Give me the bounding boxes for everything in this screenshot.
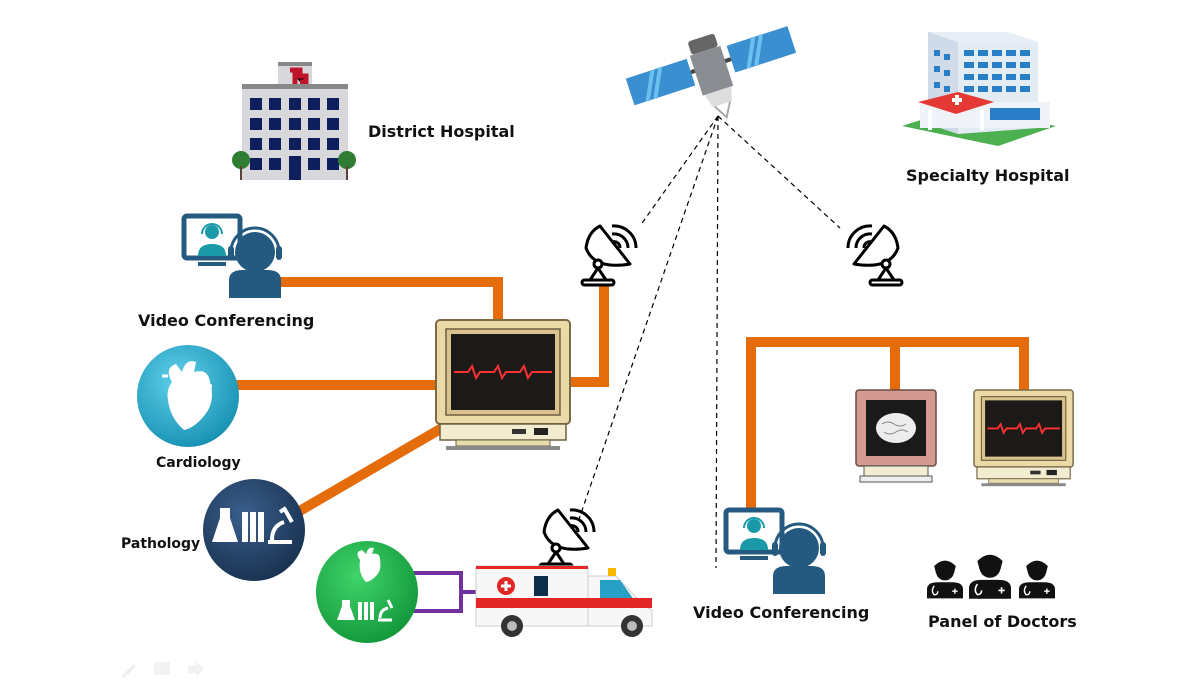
district-hospital-label: District Hospital: [368, 122, 515, 141]
specialty-hospital-label: Specialty Hospital: [906, 166, 1070, 185]
video-conference-left-icon: [184, 216, 284, 300]
wireless-videoconf-right: [715, 115, 719, 569]
link-right-network: [746, 337, 1029, 510]
central-ecg-monitor-icon: [435, 319, 571, 451]
link-monitor-to-dish: [568, 285, 609, 387]
satellite-dish-ambulance-icon: [538, 508, 596, 571]
satellite-dish-left-icon: [580, 224, 638, 287]
mobile-unit-icon: [316, 541, 418, 643]
slide-controls: [122, 661, 204, 678]
brain-scan-monitor-icon: [855, 389, 937, 483]
cardiology-icon: [137, 345, 239, 447]
district-hospital-icon: [232, 62, 356, 180]
pathology-label: Pathology: [121, 536, 201, 552]
wired-connections: [236, 277, 1029, 517]
arrow-right-icon[interactable]: [188, 661, 204, 677]
pathology-icon: [203, 479, 305, 581]
wireless-links: [577, 115, 841, 569]
wireless-dish-left: [639, 115, 719, 227]
video-conferencing-right-label: Video Conferencing: [693, 603, 870, 622]
panel-of-doctors-label: Panel of Doctors: [928, 612, 1077, 631]
video-conference-right-icon: [726, 510, 828, 596]
menu-icon[interactable]: [154, 662, 170, 675]
satellite-icon: [625, 26, 797, 120]
specialty-hospital-icon: [902, 32, 1056, 146]
link-pathology-to-monitor: [295, 423, 445, 517]
wireless-dish-right: [717, 115, 841, 229]
video-conferencing-left-label: Video Conferencing: [138, 311, 315, 330]
satellite-dish-right-icon: [846, 224, 904, 287]
ambulance-icon: [475, 565, 653, 637]
panel-of-doctors-icon: [926, 553, 1056, 600]
cardiology-label: Cardiology: [156, 455, 241, 471]
pen-icon[interactable]: [122, 664, 136, 678]
ecg-monitor-right-icon: [973, 389, 1074, 487]
mobile-link: [398, 571, 478, 613]
link-videoconf-to-monitor: [270, 277, 503, 320]
